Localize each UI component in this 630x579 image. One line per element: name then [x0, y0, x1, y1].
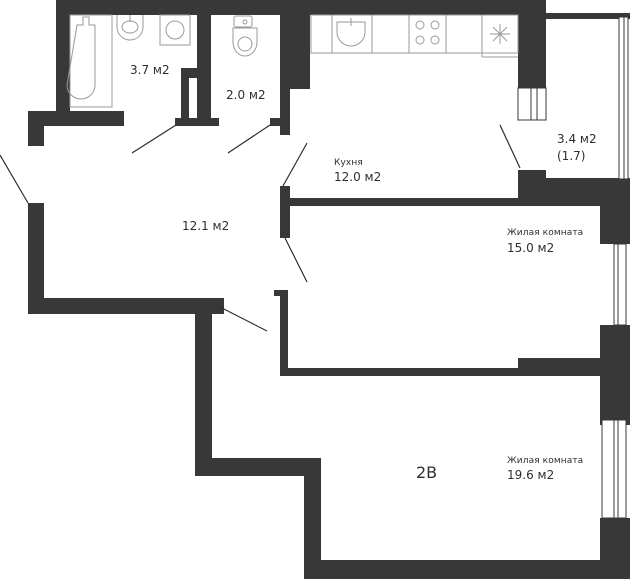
toilet-icon: [232, 15, 258, 57]
wall-living2-left: [304, 458, 321, 579]
fixtures: [66, 14, 519, 108]
wall-shaft-box: [280, 15, 310, 89]
door-balcony: [499, 124, 521, 169]
room-area-bathroom: 3.7 м2: [130, 63, 170, 77]
door-kitchen: [282, 142, 308, 187]
window-kitchen: [517, 87, 547, 121]
window-living2: [601, 419, 627, 519]
unit-code: 2B: [416, 463, 438, 482]
wall-living1-step: [518, 358, 608, 376]
room-area-toilet: 2.0 м2: [226, 88, 266, 102]
wall-kitchen-right-low: [518, 170, 546, 200]
room-name-living-1: Жилая комната: [507, 228, 584, 238]
room-note-balcony: (1.7): [557, 149, 586, 163]
wall-living2-bottom: [304, 560, 630, 579]
wall-corridor-bottom: [195, 458, 321, 476]
wall-balcony-top: [546, 13, 630, 19]
door-living2: [217, 305, 268, 332]
wall-living1-left: [280, 290, 288, 376]
sink-icon: [116, 15, 144, 41]
door-bathroom: [131, 124, 177, 154]
room-name-living-2: Жилая комната: [507, 456, 584, 466]
wall-bath-door-jamb: [175, 118, 219, 126]
fridge-icon: [490, 24, 510, 44]
room-area-living-1: 15.0 м2: [507, 241, 555, 255]
door-toilet: [227, 124, 271, 154]
room-area-kitchen: 12.0 м2: [334, 170, 382, 184]
room-area-living-2: 19.6 м2: [507, 468, 555, 482]
wall-bath-toilet: [197, 0, 211, 125]
wall-kitchen-right: [518, 0, 546, 88]
windows: [517, 16, 629, 519]
kitchen-sink-icon: [336, 18, 366, 47]
door-living1: [284, 237, 308, 283]
door-entry: [0, 154, 29, 204]
wall-bath-shaft-side: [181, 68, 189, 118]
washing-machine-icon: [159, 14, 191, 46]
bathtub-icon: [66, 14, 113, 108]
room-area-balcony: 3.4 м2: [557, 132, 597, 146]
wall-bath-bottom: [28, 111, 124, 126]
wall-corridor-left: [195, 305, 212, 475]
window-balcony: [618, 16, 629, 180]
stove-icon: [415, 20, 440, 45]
wall-bath-shaft: [181, 68, 211, 78]
wall-bath-left: [56, 0, 70, 125]
room-name-kitchen: Кухня: [334, 158, 363, 168]
wall-hall-left: [28, 203, 44, 313]
wall-living1-bottom: [280, 368, 600, 376]
wall-top: [56, 0, 546, 15]
wall-hall-bottom: [28, 298, 224, 314]
room-area-hallway: 12.1 м2: [182, 219, 230, 233]
wall-right-upper: [600, 198, 630, 244]
wall-kitchen-living1: [285, 198, 605, 206]
wall-toilet-door-jamb: [270, 118, 290, 126]
wall-hall-kitchen-jamb: [280, 186, 290, 238]
wall-living1-left-jamb: [274, 290, 288, 296]
wall-entry-left-stub: [28, 111, 44, 146]
doors: [0, 124, 521, 332]
window-living1: [613, 243, 627, 326]
walls: [28, 0, 630, 579]
kitchen-counter: [310, 14, 519, 58]
